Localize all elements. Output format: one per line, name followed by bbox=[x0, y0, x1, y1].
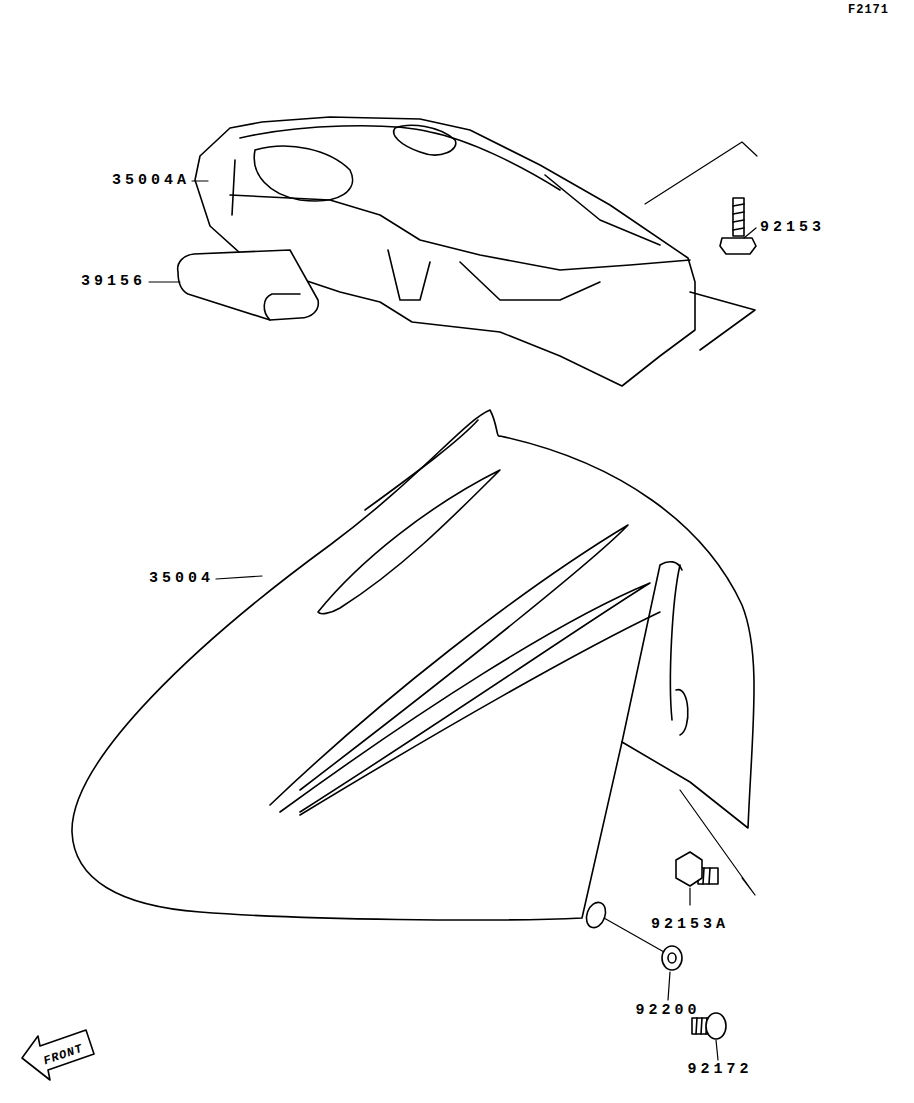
callout-number: 92153 bbox=[760, 220, 825, 235]
callout-number: 35004 bbox=[149, 571, 214, 586]
washer bbox=[662, 946, 682, 970]
pad bbox=[178, 250, 319, 320]
front-arrow bbox=[22, 1030, 94, 1080]
callout-number: 39156 bbox=[81, 274, 146, 289]
leader-lines bbox=[149, 181, 756, 1060]
callout-number: 92200 bbox=[635, 1003, 700, 1018]
callout-number: 92172 bbox=[687, 1062, 752, 1077]
bolt bbox=[720, 198, 756, 254]
bolt bbox=[676, 852, 718, 886]
callout-number: 35004A bbox=[112, 173, 190, 188]
callout-number: 92153A bbox=[651, 917, 729, 932]
front-fender bbox=[72, 410, 754, 930]
figure-id: F2171 bbox=[848, 4, 889, 16]
